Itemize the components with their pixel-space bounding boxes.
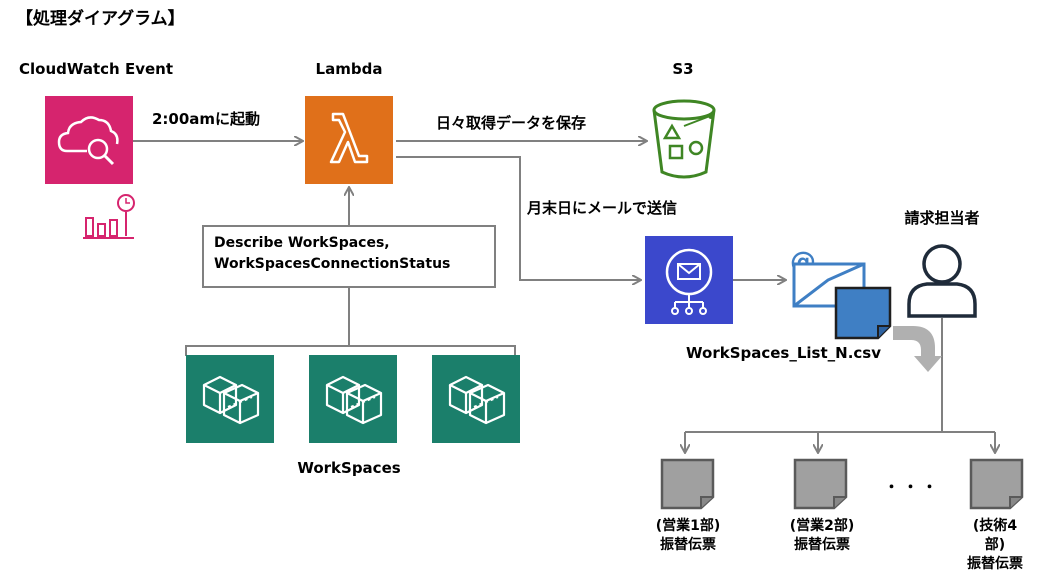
edge-save-label: 日々取得データを保存 (436, 114, 587, 132)
cloudwatch-label: CloudWatch Event (18, 60, 174, 78)
department-label-3: (技術4部) 振替伝票 (966, 517, 1025, 574)
describe-line-1: Describe WorkSpaces, (214, 235, 390, 251)
department-doc-2: 振替伝票 (793, 537, 850, 553)
department-name-1: (営業1部) (655, 518, 721, 534)
cloudwatch-event-icon (45, 96, 133, 184)
schedule-chart-icon (82, 192, 138, 244)
arrow-lambda-to-sns (396, 156, 640, 280)
document-icon-2 (792, 457, 850, 511)
curved-arrow-icon (893, 326, 942, 372)
lambda-icon (305, 96, 393, 184)
describe-api-box: Describe WorkSpaces, WorkSpacesConnectio… (202, 225, 496, 288)
ellipsis: ・・・ (884, 478, 942, 496)
department-name-2: (営業2部) (789, 518, 855, 534)
email-csv-icon: @ (788, 240, 898, 340)
document-icon-1 (659, 457, 717, 511)
user-icon (905, 240, 979, 318)
department-label-2: (営業2部) 振替伝票 (790, 517, 855, 555)
s3-label: S3 (672, 60, 694, 78)
department-label-1: (営業1部) 振替伝票 (656, 517, 721, 555)
department-name-3: (技術4部) (972, 518, 1018, 553)
edge-trigger-label: 2:00amに起動 (152, 110, 261, 128)
describe-line-2: WorkSpacesConnectionStatus (214, 256, 451, 272)
sns-notification-icon (645, 236, 733, 324)
lambda-label: Lambda (315, 60, 383, 78)
csv-label: WorkSpaces_List_N.csv (686, 344, 881, 362)
billing-label: 請求担当者 (904, 209, 980, 227)
diagram-title: 【処理ダイアグラム】 (16, 9, 185, 29)
department-doc-3: 振替伝票 (967, 556, 1023, 572)
workspaces-label: WorkSpaces (297, 459, 401, 477)
document-icon-3 (968, 457, 1026, 511)
workspaces-icon-1 (186, 355, 274, 443)
edge-mail-label: 月末日にメールで送信 (527, 199, 678, 217)
workspaces-icon-2 (309, 355, 397, 443)
s3-bucket-icon (648, 96, 720, 182)
workspaces-icon-3 (432, 355, 520, 443)
workspaces-bracket (185, 345, 516, 356)
department-doc-1: 振替伝票 (659, 537, 716, 553)
